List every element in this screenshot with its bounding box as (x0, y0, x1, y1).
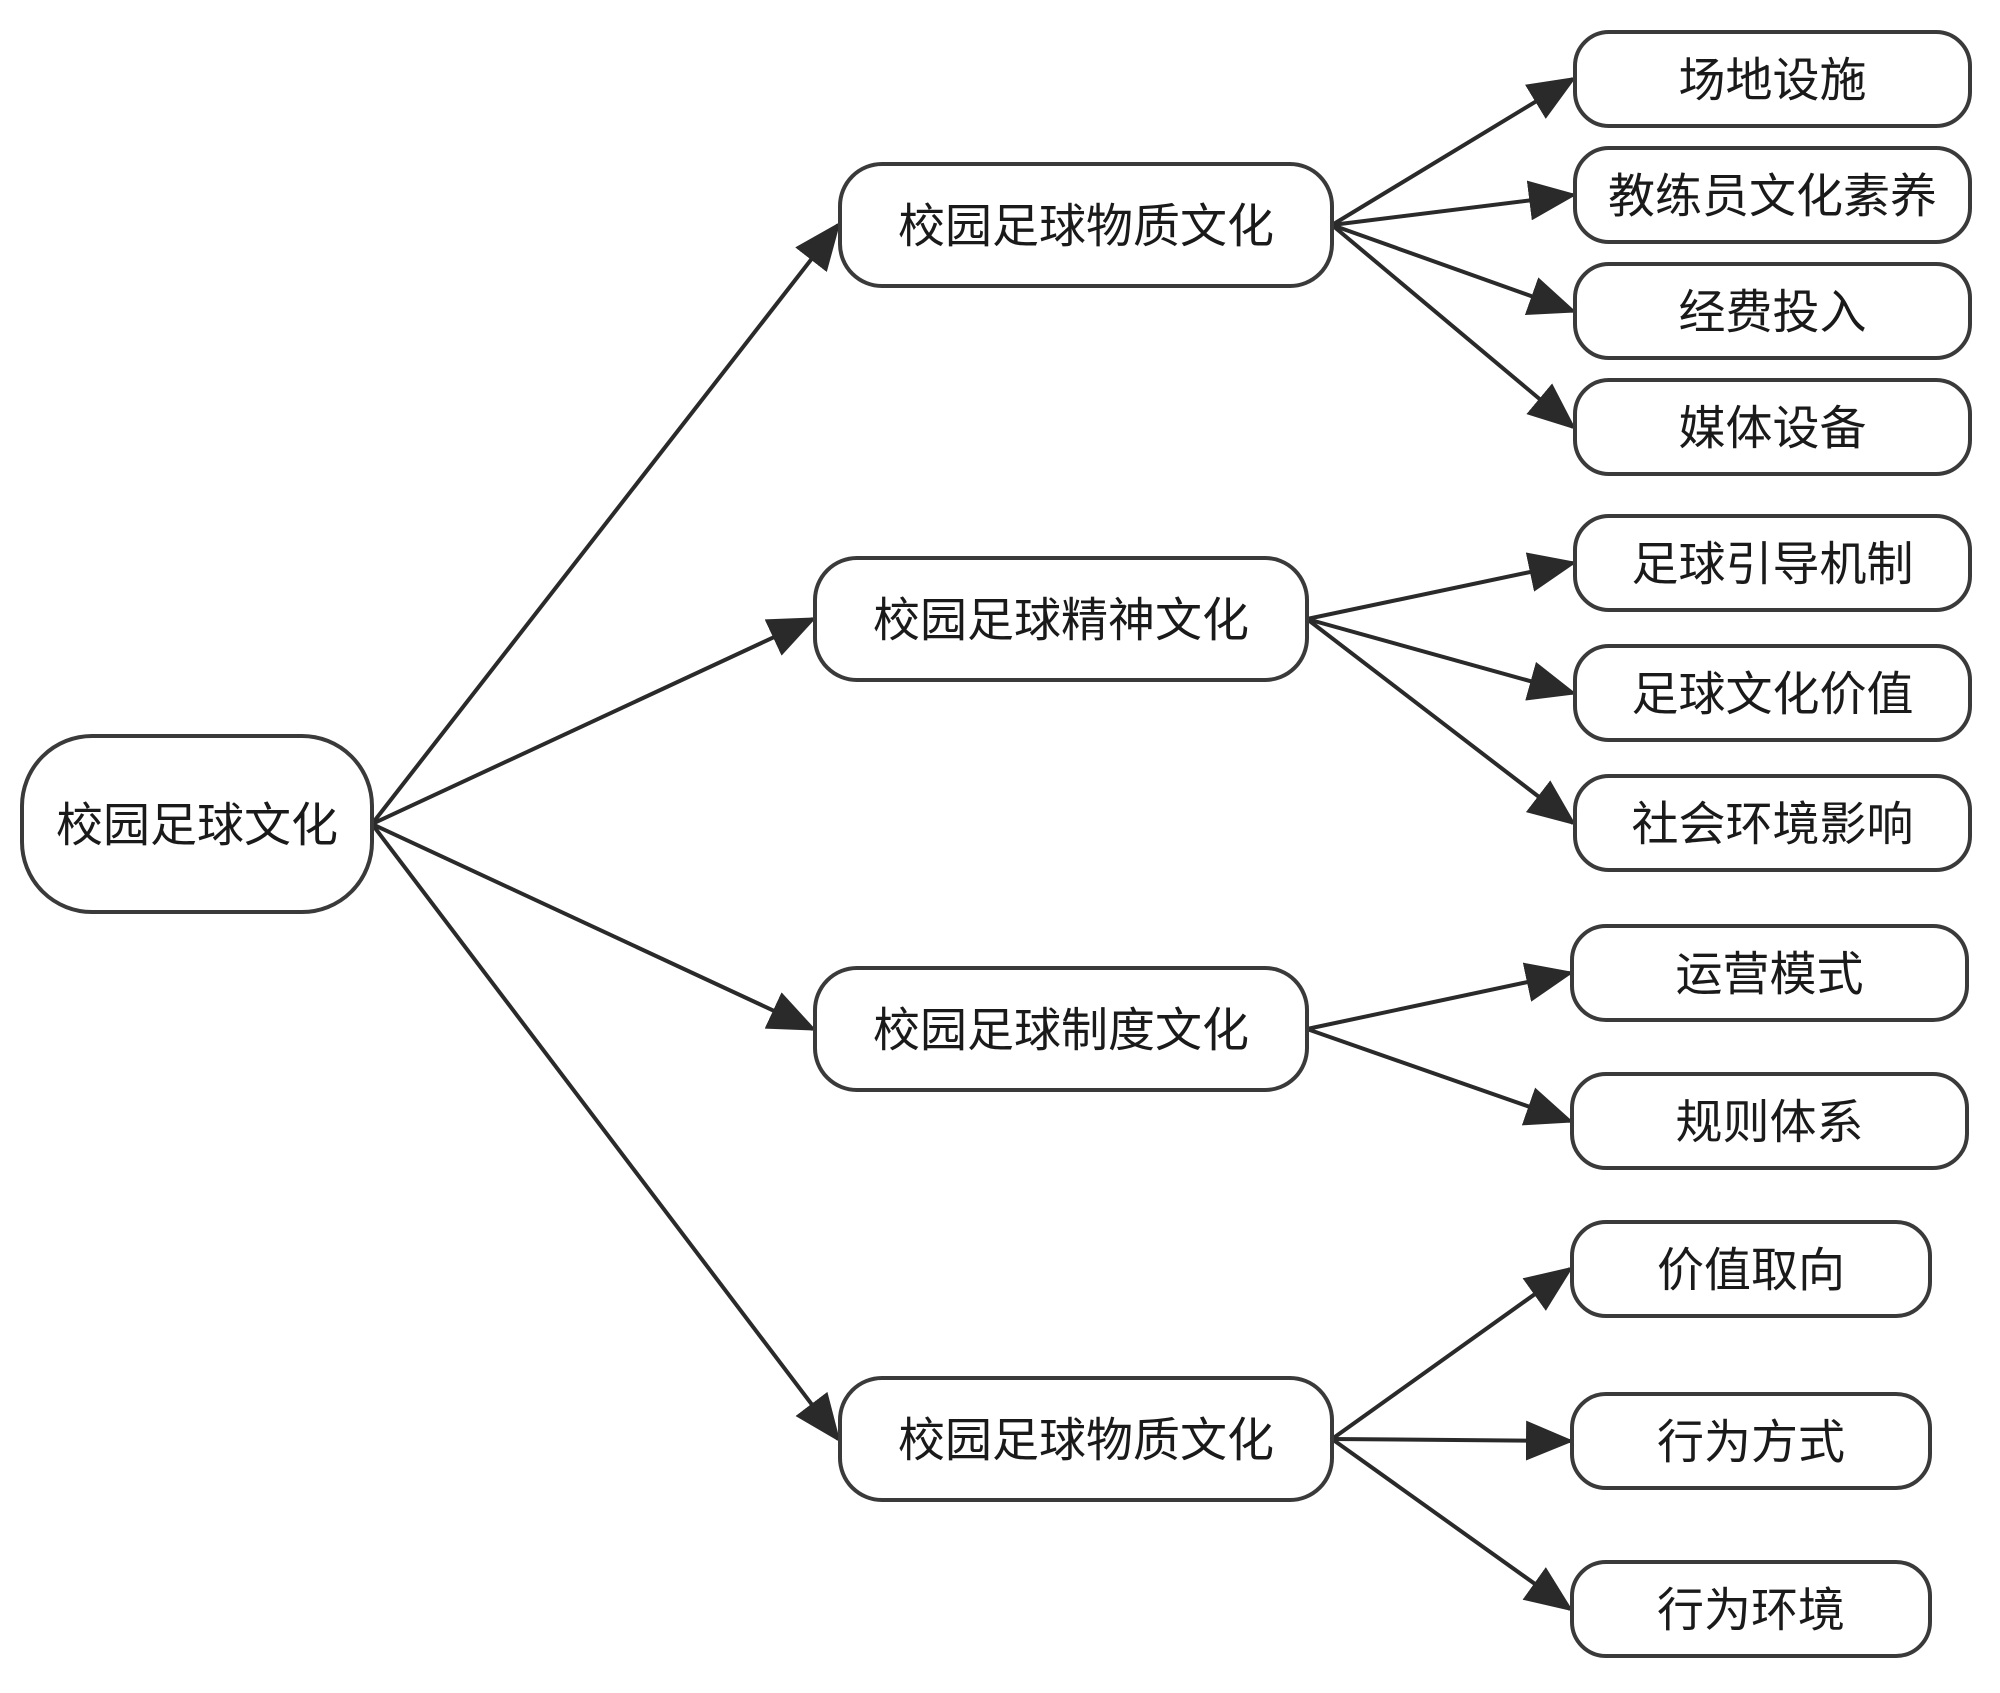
leaf-node-3-2-label: 规则体系 (1676, 1096, 1864, 1151)
leaf-node-3-1-box (1570, 924, 1969, 1022)
leaf-node-4-2-box (1570, 1392, 1932, 1490)
arrow-branch-1-to-leaf-1 (1330, 76, 1577, 227)
arrow-branch-2-to-leaf-3 (1305, 617, 1577, 826)
leaf-node-3-1: 运营模式 (1570, 924, 1969, 1022)
leaf-node-4-1-label: 价值取向 (1657, 1244, 1845, 1299)
leaf-node-4-3-box (1570, 1560, 1932, 1658)
root-node-box (20, 734, 374, 914)
branch-node-2-label: 校园足球精神文化 (873, 594, 1249, 649)
branch-node-1-box (838, 162, 1334, 288)
leaf-node-2-1-label: 足球引导机制 (1632, 538, 1914, 593)
branch-node-4-label: 校园足球物质文化 (898, 1414, 1274, 1469)
leaf-node-4-1-box (1570, 1220, 1932, 1318)
root-node: 校园足球文化 (20, 734, 374, 914)
arrow-branch-1-to-leaf-4 (1330, 223, 1577, 430)
branch-node-3: 校园足球制度文化 (813, 966, 1309, 1092)
arrow-root-to-branch-1 (370, 221, 841, 826)
arrow-branch-1-to-leaf-2 (1331, 180, 1577, 227)
leaf-node-4-3-label: 行为环境 (1657, 1584, 1845, 1639)
leaf-node-4-1: 价值取向 (1570, 1220, 1932, 1318)
branch-node-4: 校园足球物质文化 (838, 1376, 1334, 1502)
leaf-node-1-3: 经费投入 (1573, 262, 1972, 360)
arrow-root-to-branch-4 (370, 822, 841, 1443)
leaf-node-4-2: 行为方式 (1570, 1392, 1932, 1490)
arrow-branch-1-to-leaf-3 (1331, 223, 1577, 316)
branch-node-2: 校园足球精神文化 (813, 556, 1309, 682)
leaf-node-1-4-box (1573, 378, 1972, 476)
arrow-root-to-branch-3 (371, 822, 817, 1031)
diagram-nodes: 校园足球文化校园足球物质文化场地设施教练员文化素养经费投入媒体设备校园足球精神文… (20, 30, 1972, 1658)
branch-node-3-box (813, 966, 1309, 1092)
leaf-node-2-3-box (1573, 774, 1972, 872)
arrow-branch-4-to-leaf-3 (1330, 1437, 1574, 1612)
arrow-branch-3-to-leaf-1 (1306, 962, 1574, 1031)
leaf-node-3-1-label: 运营模式 (1676, 948, 1864, 1003)
leaf-node-2-2-box (1573, 644, 1972, 742)
leaf-node-2-3: 社会环境影响 (1573, 774, 1972, 872)
arrow-branch-2-to-leaf-2 (1306, 617, 1577, 701)
branch-node-4-box (838, 1376, 1334, 1502)
arrow-branch-3-to-leaf-2 (1306, 1027, 1574, 1126)
branch-node-3-label: 校园足球制度文化 (873, 1004, 1249, 1059)
leaf-node-2-1: 足球引导机制 (1573, 514, 1972, 612)
leaf-node-4-2-label: 行为方式 (1657, 1416, 1845, 1471)
branch-node-2-box (813, 556, 1309, 682)
branch-node-1-label: 校园足球物质文化 (898, 200, 1274, 255)
arrow-root-to-branch-2 (371, 617, 817, 826)
leaf-node-1-1-label: 场地设施 (1679, 54, 1867, 109)
leaf-node-1-4-label: 媒体设备 (1679, 402, 1867, 457)
leaf-node-1-3-box (1573, 262, 1972, 360)
connector-arrows (370, 76, 1577, 1612)
leaf-node-3-2-box (1570, 1072, 1969, 1170)
root-node-label: 校园足球文化 (56, 799, 338, 854)
arrow-branch-4-to-leaf-1 (1330, 1266, 1574, 1441)
leaf-node-1-3-label: 经费投入 (1679, 286, 1867, 341)
leaf-node-1-2-label: 教练员文化素养 (1608, 170, 1937, 225)
leaf-node-1-2: 教练员文化素养 (1573, 146, 1972, 244)
leaf-node-1-1-box (1573, 30, 1972, 128)
leaf-node-2-3-label: 社会环境影响 (1632, 798, 1914, 853)
leaf-node-1-4: 媒体设备 (1573, 378, 1972, 476)
leaf-node-2-2: 足球文化价值 (1573, 644, 1972, 742)
arrow-branch-4-to-leaf-2 (1331, 1420, 1574, 1461)
leaf-node-3-2: 规则体系 (1570, 1072, 1969, 1170)
arrow-branch-2-to-leaf-1 (1306, 552, 1577, 621)
leaf-node-2-2-label: 足球文化价值 (1632, 668, 1914, 723)
leaf-node-1-1: 场地设施 (1573, 30, 1972, 128)
leaf-node-1-2-box (1573, 146, 1972, 244)
leaf-node-2-1-box (1573, 514, 1972, 612)
branch-node-1: 校园足球物质文化 (838, 162, 1334, 288)
leaf-node-4-3: 行为环境 (1570, 1560, 1932, 1658)
